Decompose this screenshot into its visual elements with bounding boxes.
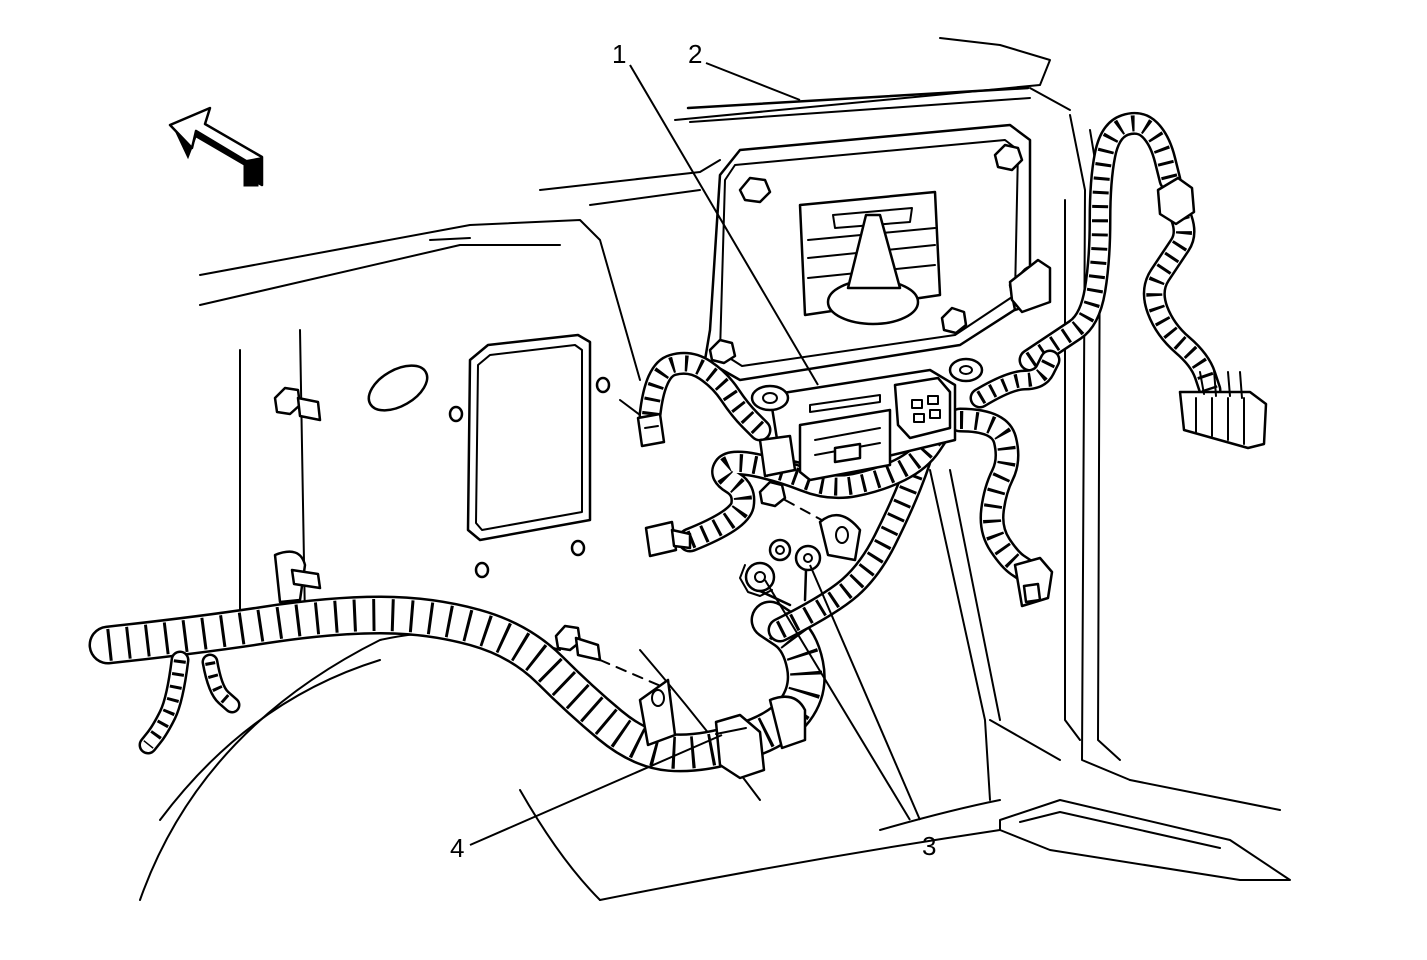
callout-3: 3 [922, 831, 936, 861]
harness-left-drop-2 [201, 653, 241, 714]
callout-2: 2 [688, 39, 702, 69]
connector-right-side-latch [1008, 258, 1052, 314]
connector-left-upper [636, 412, 666, 448]
electronic-control-module [750, 357, 984, 482]
leader-4 [469, 734, 723, 846]
ground-terminal-left [739, 561, 792, 607]
harness-left-drop-1 [138, 650, 190, 755]
bolt-harness-lower [554, 624, 671, 691]
connector-left-lower [644, 520, 692, 558]
leader-1 [629, 64, 819, 386]
bracket-nut-lower-right [940, 306, 968, 335]
access-cover-panel [367, 333, 611, 579]
harness-top-connector [969, 349, 1061, 409]
leader-lines [469, 62, 921, 846]
harness-center-loop [677, 417, 953, 553]
connector-right-upper [1156, 176, 1196, 226]
ground-terminal-right [794, 544, 822, 602]
direction-arrow-icon [168, 106, 264, 187]
harness-right-upper [1018, 111, 1182, 372]
harness-clip-bracket [638, 678, 677, 747]
leader-3a [764, 579, 911, 821]
harness-left-loop [638, 351, 772, 442]
mounting-bracket-plate [703, 123, 1047, 382]
harness-right-run [947, 407, 1038, 583]
harness-retainer-clip [714, 695, 807, 780]
bracket-nut-upper-left [738, 176, 772, 204]
bracket-nut-lower-left [708, 338, 737, 365]
callout-4: 4 [450, 833, 464, 863]
ground-terminal-center [768, 538, 792, 562]
connector-right-lower [1013, 556, 1054, 608]
leader-2 [705, 62, 801, 101]
leader-3b [809, 564, 921, 821]
harness-right-hang [1142, 193, 1222, 402]
connector-right-large [1178, 369, 1268, 450]
bracket-nut-upper-right [993, 143, 1024, 172]
bolt-left-upper [273, 386, 322, 422]
bolt-left-lower [273, 550, 322, 604]
bolt-ground-upper [758, 480, 841, 531]
callout-1: 1 [612, 39, 626, 69]
